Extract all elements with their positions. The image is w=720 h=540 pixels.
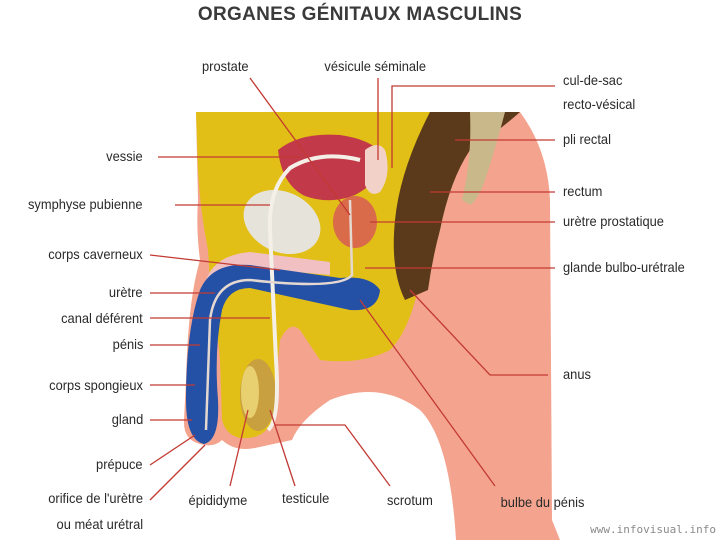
leader-orifice (149, 444, 206, 501)
label-culdesac-2: recto-vésical (563, 96, 636, 112)
label-scrotum: scrotum (386, 492, 433, 508)
page-title: ORGANES GÉNITAUX MASCULINS (197, 4, 523, 25)
vas-deferens-shape (266, 154, 361, 432)
leader-prostate (249, 77, 351, 216)
label-uretre-prostatique: urètre prostatique (563, 213, 664, 229)
label-orifice-1: orifice de l'urètre (48, 490, 143, 506)
label-testicule: testicule (282, 490, 330, 506)
leader-testicule (269, 409, 296, 487)
pubic-bone (243, 189, 321, 255)
label-corps-spongieux: corps spongieux (49, 377, 143, 393)
label-gland: gland (111, 411, 143, 427)
label-anus: anus (563, 366, 591, 382)
label-canal: canal déférent (61, 310, 143, 326)
rectum-shape (393, 112, 520, 300)
label-rectum: rectum (563, 183, 603, 199)
leader-caverneux (149, 254, 281, 271)
label-glande: glande bulbo-urétrale (563, 259, 685, 275)
leader-prepuce (149, 434, 196, 466)
label-epididyme: épididyme (188, 492, 248, 508)
label-orifice-2: ou méat urétral (56, 516, 143, 532)
label-prepuce: prépuce (96, 456, 143, 472)
leader-lines (149, 77, 555, 501)
label-culdesac-1: cul-de-sac (563, 72, 623, 88)
spine-shape (462, 112, 505, 205)
label-prostate: prostate (202, 58, 249, 74)
label-pli-rectal: pli rectal (563, 131, 611, 147)
label-penis: pénis (112, 336, 143, 352)
seminal-vesicle-shape (365, 145, 388, 194)
credit-text: www.infovisual.info (590, 523, 716, 536)
leader-epididyme (229, 409, 249, 487)
corpus-cavernosum-shape (198, 252, 330, 388)
leader-anus (409, 289, 548, 376)
label-vesicule: vésicule séminale (324, 58, 427, 74)
leader-culdesac (391, 85, 555, 168)
bladder-shape (278, 134, 385, 201)
leader-bulbe (359, 299, 496, 487)
label-bulbe: bulbe du pénis (500, 494, 585, 510)
label-symphyse: symphyse pubienne (28, 196, 143, 212)
urethra-shape (204, 199, 354, 431)
prostate-shape (333, 196, 377, 248)
leader-scrotum (275, 424, 391, 487)
label-corps-caverneux: corps caverneux (48, 246, 143, 262)
label-uretre: urètre (109, 284, 143, 300)
label-vessie: vessie (106, 148, 143, 164)
epididymis-shape (241, 366, 259, 418)
